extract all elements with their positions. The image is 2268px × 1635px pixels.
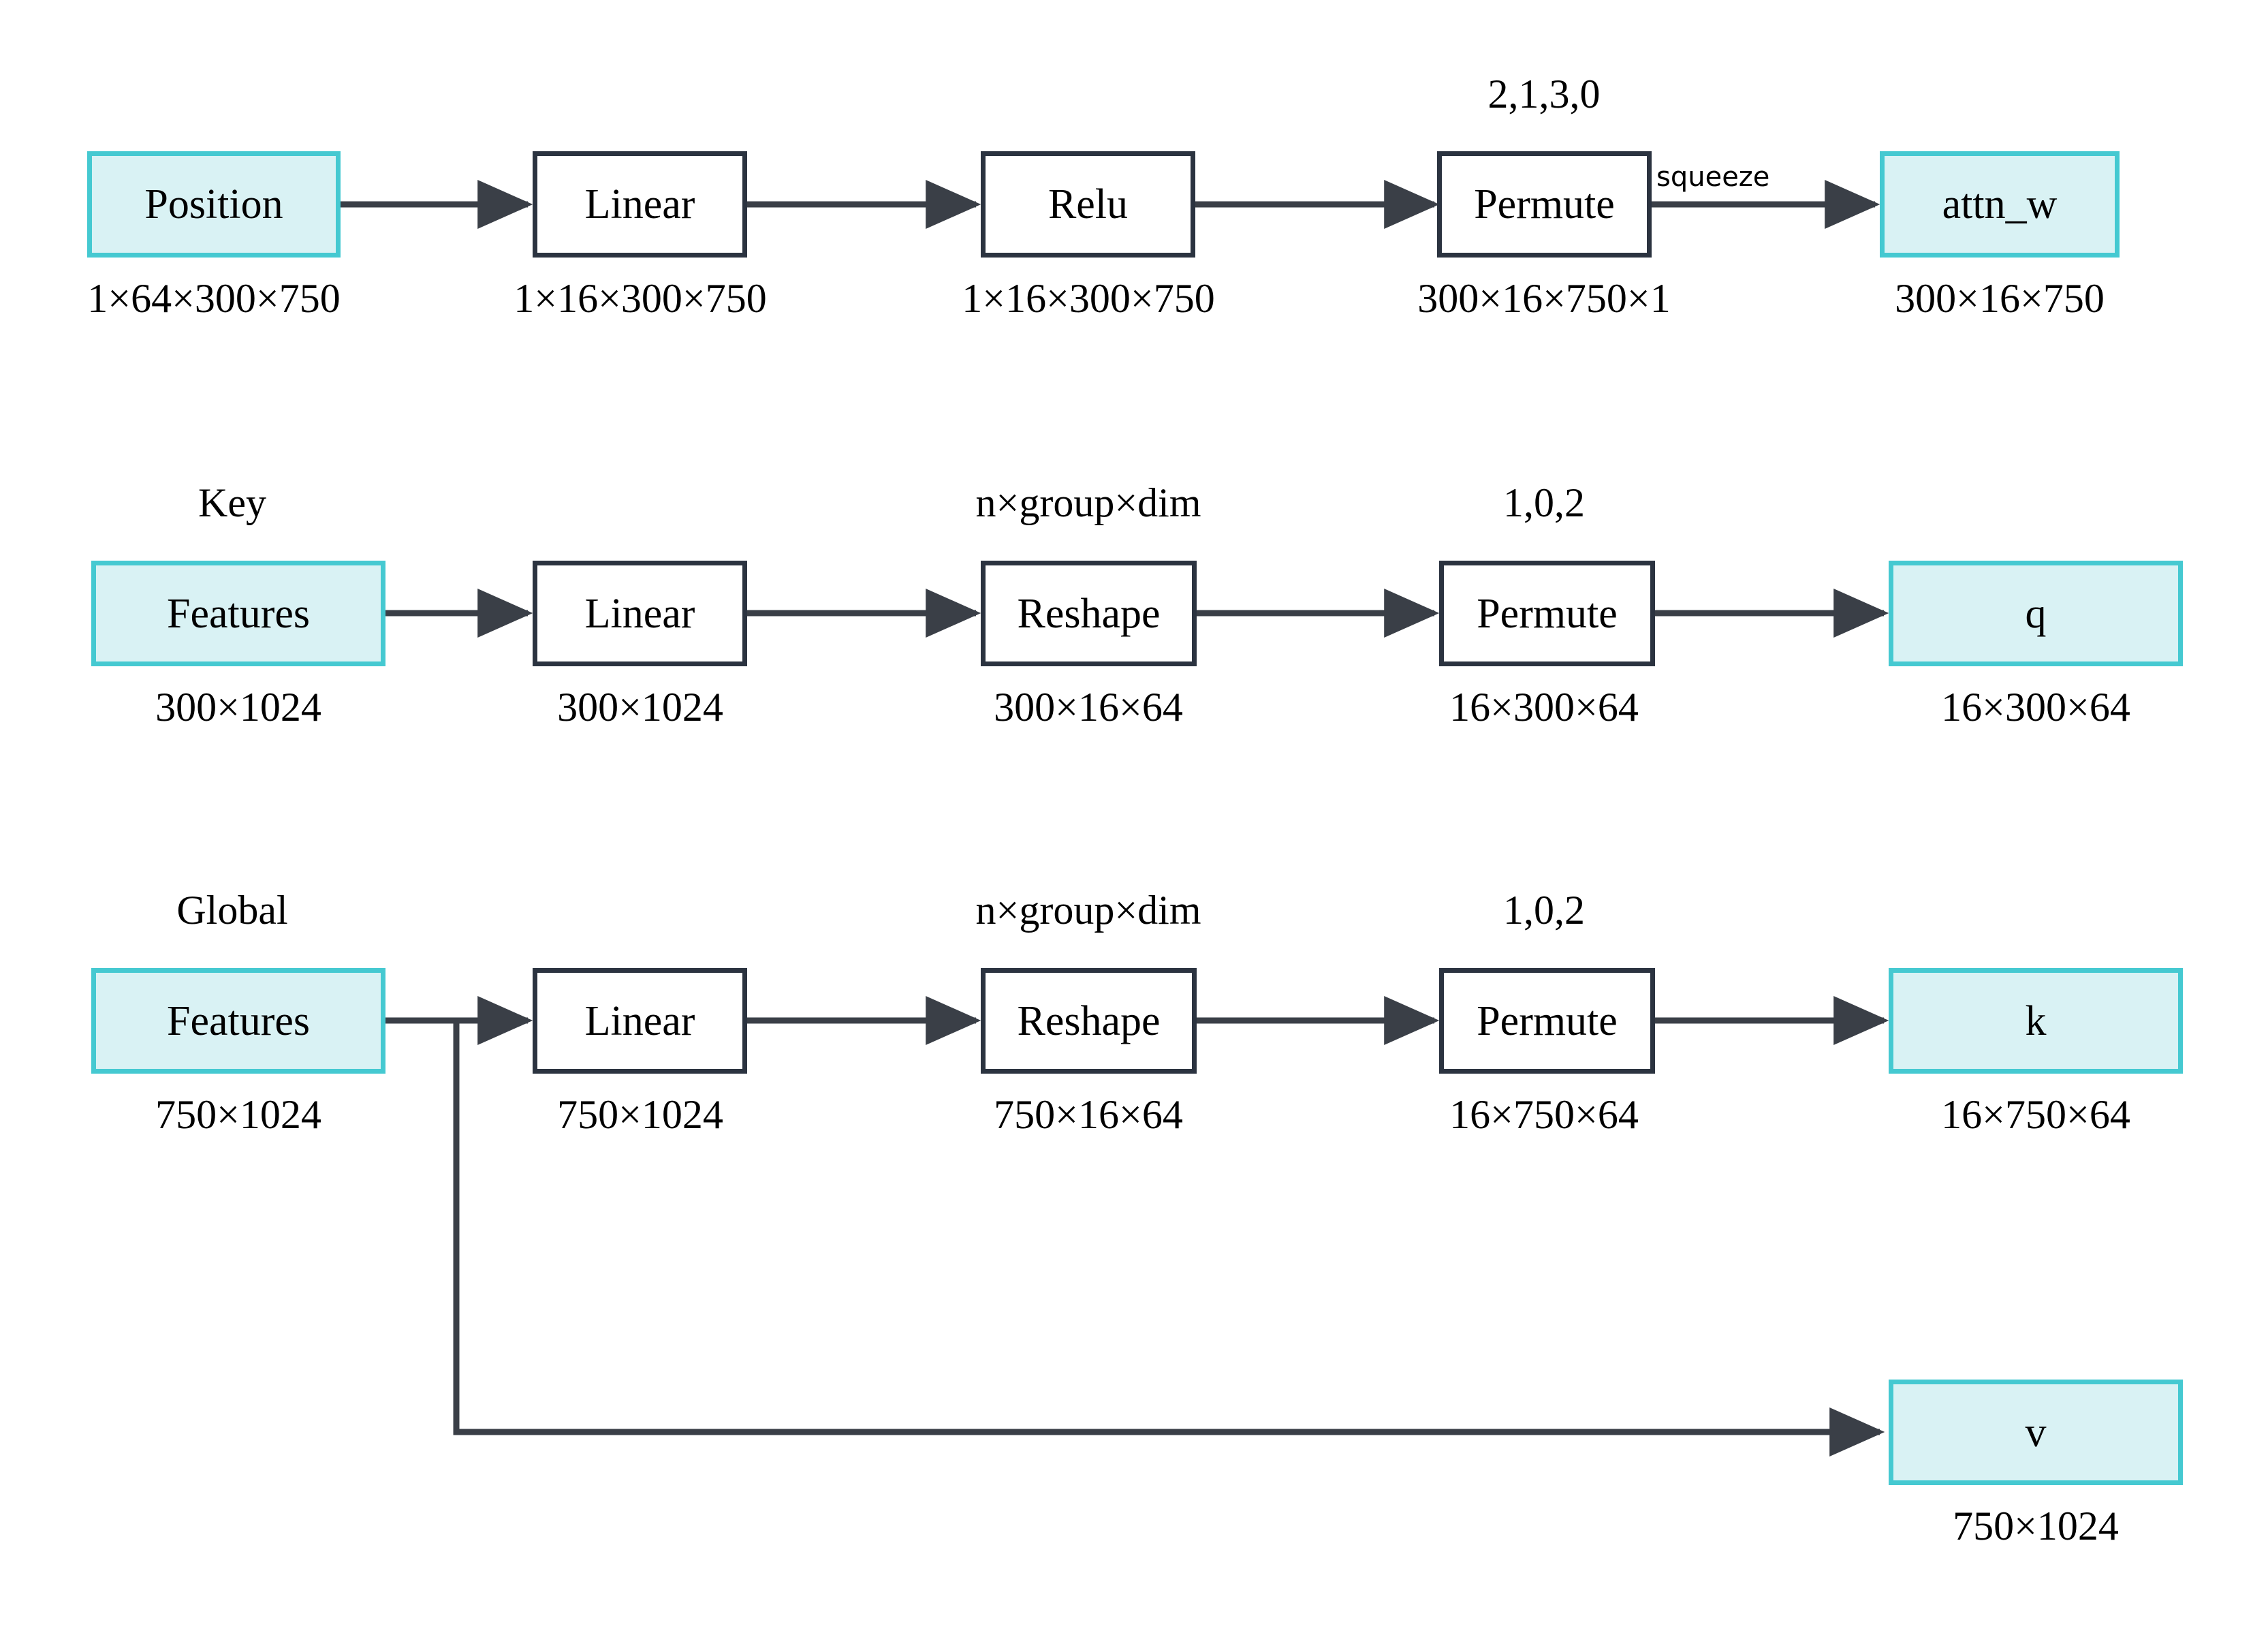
caption-permute-2-shape: 16×300×64	[1449, 685, 1639, 730]
caption-v-shape: 750×1024	[1953, 1504, 2119, 1548]
node-key-features[interactable]: Features	[91, 561, 385, 666]
node-q-label: q	[2025, 590, 2047, 637]
caption-relu-shape: 1×16×300×750	[962, 276, 1215, 321]
edge-globalfeatures-to-v	[453, 1021, 1885, 1457]
caption-linear-2-shape: 300×1024	[557, 685, 723, 730]
caption-permute-1-shape: 300×16×750×1	[1417, 276, 1671, 321]
node-reshape-1-label: Reshape	[1017, 590, 1161, 637]
node-reshape-2[interactable]: Reshape	[981, 968, 1197, 1074]
caption-global-features-shape: 750×1024	[155, 1092, 321, 1137]
node-key-features-label: Features	[166, 590, 311, 637]
node-linear-2-label: Linear	[584, 590, 695, 637]
node-global-features[interactable]: Features	[91, 968, 385, 1074]
node-v[interactable]: v	[1889, 1380, 2183, 1485]
node-k[interactable]: k	[1889, 968, 2183, 1074]
node-relu-label: Relu	[1048, 181, 1129, 228]
caption-reshape-1-shape: 300×16×64	[994, 685, 1183, 730]
label-reshape-2-dims: n×group×dim	[975, 888, 1201, 933]
node-relu[interactable]: Relu	[981, 151, 1195, 258]
label-permute-1-order: 2,1,3,0	[1487, 72, 1601, 116]
node-position[interactable]: Position	[87, 151, 341, 258]
node-permute-2[interactable]: Permute	[1439, 561, 1655, 666]
node-linear-3-label: Linear	[584, 997, 695, 1044]
node-linear-2[interactable]: Linear	[533, 561, 747, 666]
node-permute-3[interactable]: Permute	[1439, 968, 1655, 1074]
label-global-group: Global	[176, 888, 288, 933]
node-permute-3-label: Permute	[1477, 997, 1618, 1044]
node-reshape-2-label: Reshape	[1017, 997, 1161, 1044]
node-permute-1[interactable]: Permute	[1437, 151, 1652, 258]
caption-linear-1-shape: 1×16×300×750	[514, 276, 767, 321]
caption-key-features-shape: 300×1024	[155, 685, 321, 730]
node-linear-1[interactable]: Linear	[533, 151, 747, 258]
caption-q-shape: 16×300×64	[1941, 685, 2130, 730]
node-linear-1-label: Linear	[584, 181, 695, 228]
node-permute-1-label: Permute	[1474, 181, 1615, 228]
caption-permute-3-shape: 16×750×64	[1449, 1092, 1639, 1137]
label-key-group: Key	[198, 480, 266, 525]
label-squeeze: squeeze	[1656, 161, 1770, 193]
label-permute-2-order: 1,0,2	[1503, 480, 1585, 525]
node-k-label: k	[2025, 997, 2047, 1044]
node-permute-2-label: Permute	[1477, 590, 1618, 637]
node-attn-w-label: attn_w	[1942, 181, 2058, 228]
node-position-label: Position	[144, 181, 283, 228]
caption-position-shape: 1×64×300×750	[87, 276, 341, 321]
node-v-label: v	[2025, 1409, 2047, 1456]
caption-reshape-2-shape: 750×16×64	[994, 1092, 1183, 1137]
node-attn-w[interactable]: attn_w	[1880, 151, 2120, 258]
label-reshape-1-dims: n×group×dim	[975, 480, 1201, 525]
caption-linear-3-shape: 750×1024	[557, 1092, 723, 1137]
node-q[interactable]: q	[1889, 561, 2183, 666]
node-linear-3[interactable]: Linear	[533, 968, 747, 1074]
caption-k-shape: 16×750×64	[1941, 1092, 2130, 1137]
node-global-features-label: Features	[166, 997, 311, 1044]
caption-attn-w-shape: 300×16×750	[1895, 276, 2105, 321]
label-permute-3-order: 1,0,2	[1503, 888, 1585, 933]
node-reshape-1[interactable]: Reshape	[981, 561, 1197, 666]
